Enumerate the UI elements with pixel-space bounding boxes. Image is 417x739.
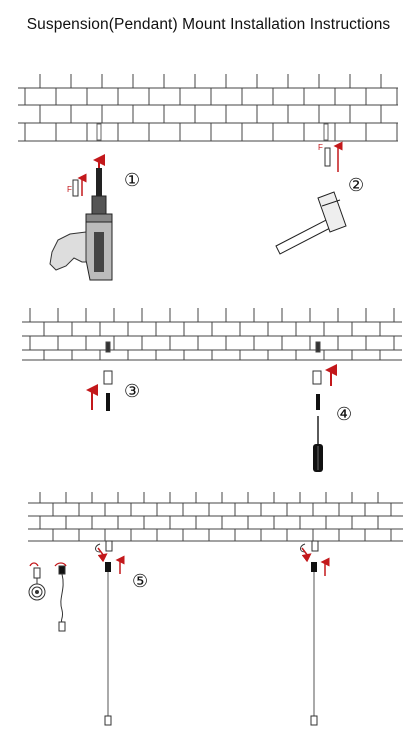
step-3-number: ③ (124, 381, 140, 402)
wall-anchor-icon-step2: F (318, 141, 343, 172)
step-1-number: ① (124, 170, 140, 191)
mount-cup-icon-step3 (86, 370, 113, 411)
anchor-label-right: F (318, 143, 323, 152)
drill-icon (49, 154, 113, 281)
brick-wall-1 (18, 74, 398, 142)
page-title: Suspension(Pendant) Mount Installation I… (26, 16, 391, 33)
brick-wall-2 (22, 308, 402, 361)
brick-wall-3 (28, 492, 403, 542)
hammer-icon (275, 191, 347, 255)
suspension-kit-right (300, 540, 330, 726)
wall-anchor-icon-step1: F (67, 173, 87, 197)
anchor-label-left: F (67, 185, 72, 194)
screwdriver-icon (313, 416, 323, 472)
coiled-cable-icon (28, 562, 46, 601)
step-5-number: ⑤ (132, 571, 148, 592)
step-4-number: ④ (336, 404, 352, 425)
suspension-kit-left (95, 540, 125, 726)
step-2-number: ② (348, 175, 364, 196)
pendant-cable-icon (54, 562, 67, 632)
mount-cup-icon-step4 (312, 364, 337, 410)
